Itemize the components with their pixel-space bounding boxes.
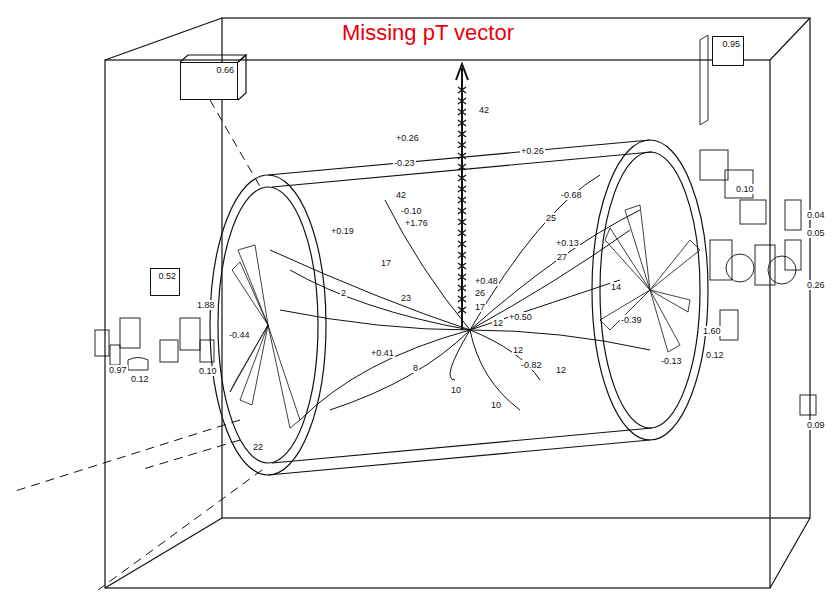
track-point	[458, 120, 466, 126]
measurement-value: 14	[610, 282, 622, 292]
calorimeter-cell: 0.52	[150, 268, 180, 296]
measurement-value: 27	[556, 252, 568, 262]
measurement-value: -0.44	[228, 330, 251, 340]
measurement-value: 17	[474, 302, 486, 312]
measurement-value: -0.68	[560, 190, 583, 200]
measurement-value: 10	[490, 400, 502, 410]
measurement-value: 2	[340, 288, 347, 298]
measurement-value: 12	[555, 365, 567, 375]
measurement-value: +0.41	[370, 348, 395, 358]
track-point	[458, 87, 466, 93]
measurement-value: 0.09	[806, 420, 826, 430]
measurement-value: +0.50	[508, 312, 533, 322]
measurement-value: 0.12	[130, 374, 150, 384]
track-point	[458, 109, 466, 115]
track-point	[458, 307, 466, 313]
measurement-value: +0.13	[555, 238, 580, 248]
energy-value: 0.66	[216, 65, 234, 75]
track-point	[458, 186, 466, 192]
track-point	[458, 131, 466, 137]
track-point	[458, 98, 466, 104]
annotation-title: Missing pT vector	[340, 20, 516, 46]
track-point	[458, 274, 466, 280]
measurement-value: -0.10	[400, 206, 423, 216]
measurement-value: 42	[395, 190, 407, 200]
measurement-value: 10	[450, 385, 462, 395]
track-point	[458, 197, 466, 203]
track-point	[458, 296, 466, 302]
track-point	[458, 241, 466, 247]
measurement-value: +0.48	[474, 276, 499, 286]
measurement-value: 1.60	[702, 326, 722, 336]
measurement-value: 26	[474, 288, 486, 298]
track-point	[458, 208, 466, 214]
measurement-value: 8	[412, 363, 419, 373]
track-point	[458, 230, 466, 236]
measurement-value: -0.23	[393, 158, 416, 168]
track-point	[458, 285, 466, 291]
measurement-value: 12	[492, 318, 504, 328]
measurement-value: 17	[380, 258, 392, 268]
track-point	[458, 164, 466, 170]
measurement-value: -0.82	[520, 360, 543, 370]
measurement-value: 42	[478, 105, 490, 115]
track-point	[458, 252, 466, 258]
measurement-value: 0.04	[806, 210, 826, 220]
measurement-value: -0.39	[620, 315, 643, 325]
energy-value: 0.52	[158, 271, 176, 281]
measurement-value: +0.26	[395, 133, 420, 143]
track-point	[458, 219, 466, 225]
track-point	[458, 263, 466, 269]
measurement-value: -0.13	[660, 356, 683, 366]
measurement-value: 0.97	[108, 365, 128, 375]
measurement-value: 0.10	[198, 366, 218, 376]
measurement-value: 23	[400, 293, 412, 303]
measurement-value: +0.19	[330, 226, 355, 236]
measurement-value: 0.05	[806, 228, 826, 238]
calorimeter-cell: 0.95	[712, 36, 744, 66]
measurement-value: +0.26	[520, 146, 545, 156]
measurement-value: 12	[512, 345, 524, 355]
measurement-value: 0.10	[735, 184, 755, 194]
measurement-value: 22	[252, 442, 264, 452]
measurement-value: 25	[545, 213, 557, 223]
track-point	[458, 153, 466, 159]
energy-value: 0.95	[722, 39, 740, 49]
measurement-value: 0.12	[705, 350, 725, 360]
measurement-value: 0.26	[806, 280, 826, 290]
measurement-value: 1.88	[196, 300, 216, 310]
calorimeter-cell: 0.66	[180, 62, 238, 100]
measurement-value: +1.76	[404, 218, 429, 228]
track-point	[458, 142, 466, 148]
track-point	[458, 175, 466, 181]
